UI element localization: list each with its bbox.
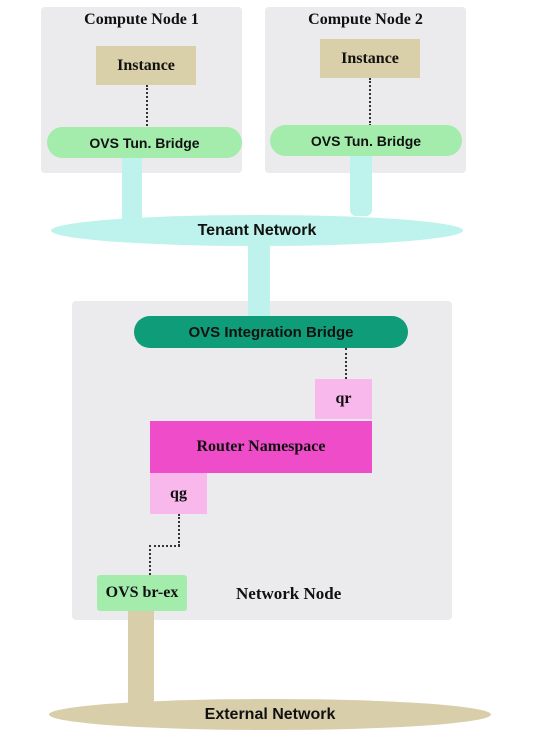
- qg-link-horizontal: [149, 545, 180, 547]
- compute-1-uplink: [122, 150, 142, 224]
- qg-port: qg: [150, 473, 207, 514]
- br-ex-to-external-link: [128, 600, 154, 710]
- network-node-title: Network Node: [236, 584, 342, 603]
- external-network: External Network: [49, 699, 491, 730]
- instance-2-link: [369, 78, 371, 126]
- ovs-integration-bridge: OVS Integration Bridge: [134, 316, 408, 348]
- qg-link-vertical-2: [149, 545, 151, 575]
- ovs-br-ex: OVS br-ex: [97, 575, 187, 611]
- compute-node-2-title: Compute Node 2: [308, 11, 423, 28]
- compute-node-2-instance: Instance: [320, 39, 420, 78]
- compute-node-1-ovs-tun-bridge: OVS Tun. Bridge: [47, 127, 242, 158]
- router-namespace: Router Namespace: [150, 421, 372, 473]
- compute-node-2-ovs-tun-bridge: OVS Tun. Bridge: [270, 125, 462, 156]
- qr-port: qr: [315, 379, 372, 419]
- compute-2-uplink: [350, 150, 372, 216]
- compute-node-1-title: Compute Node 1: [84, 11, 199, 28]
- qg-link-vertical-1: [178, 514, 180, 546]
- integration-to-qr-link: [345, 348, 347, 379]
- compute-node-1-instance: Instance: [96, 46, 196, 85]
- instance-1-link: [146, 85, 148, 130]
- tenant-to-network-node-link: [248, 240, 270, 320]
